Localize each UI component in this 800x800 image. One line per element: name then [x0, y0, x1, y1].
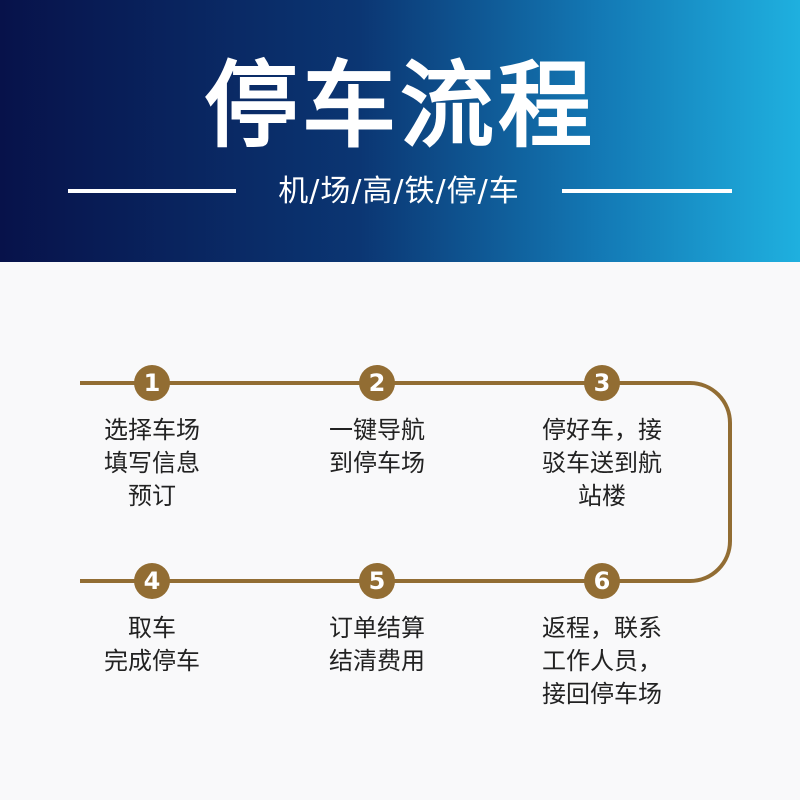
- flow-connector-line: [80, 381, 732, 583]
- header-banner: 停车流程 机/场/高/铁/停/车: [0, 0, 800, 262]
- page-title: 停车流程: [203, 52, 596, 161]
- page-subtitle: 机/场/高/铁/停/车: [278, 174, 520, 209]
- step-3-number: 3: [584, 365, 620, 401]
- step-4-text: 取车 完成停车: [104, 614, 200, 675]
- step-1-text: 选择车场 填写信息 预订: [104, 416, 200, 510]
- subtitle-left-rule: [68, 189, 236, 193]
- step-2-number: 2: [359, 365, 395, 401]
- step-2-text: 一键导航 到停车场: [329, 416, 425, 477]
- step-4-number: 4: [134, 563, 170, 599]
- process-flow: 1 选择车场 填写信息 预订 2 一键导航 到停车场 3 停好车，接 驳车送到航…: [0, 262, 800, 800]
- subtitle-right-rule: [562, 189, 732, 193]
- step-3-text: 停好车，接 驳车送到航 站楼: [542, 416, 662, 510]
- step-1-number: 1: [134, 365, 170, 401]
- step-5-text: 订单结算 结清费用: [329, 614, 425, 675]
- step-5-number: 5: [359, 563, 395, 599]
- step-6-number: 6: [584, 563, 620, 599]
- flow-track: [80, 381, 732, 583]
- step-6-text: 返程，联系 工作人员， 接回停车场: [542, 614, 662, 708]
